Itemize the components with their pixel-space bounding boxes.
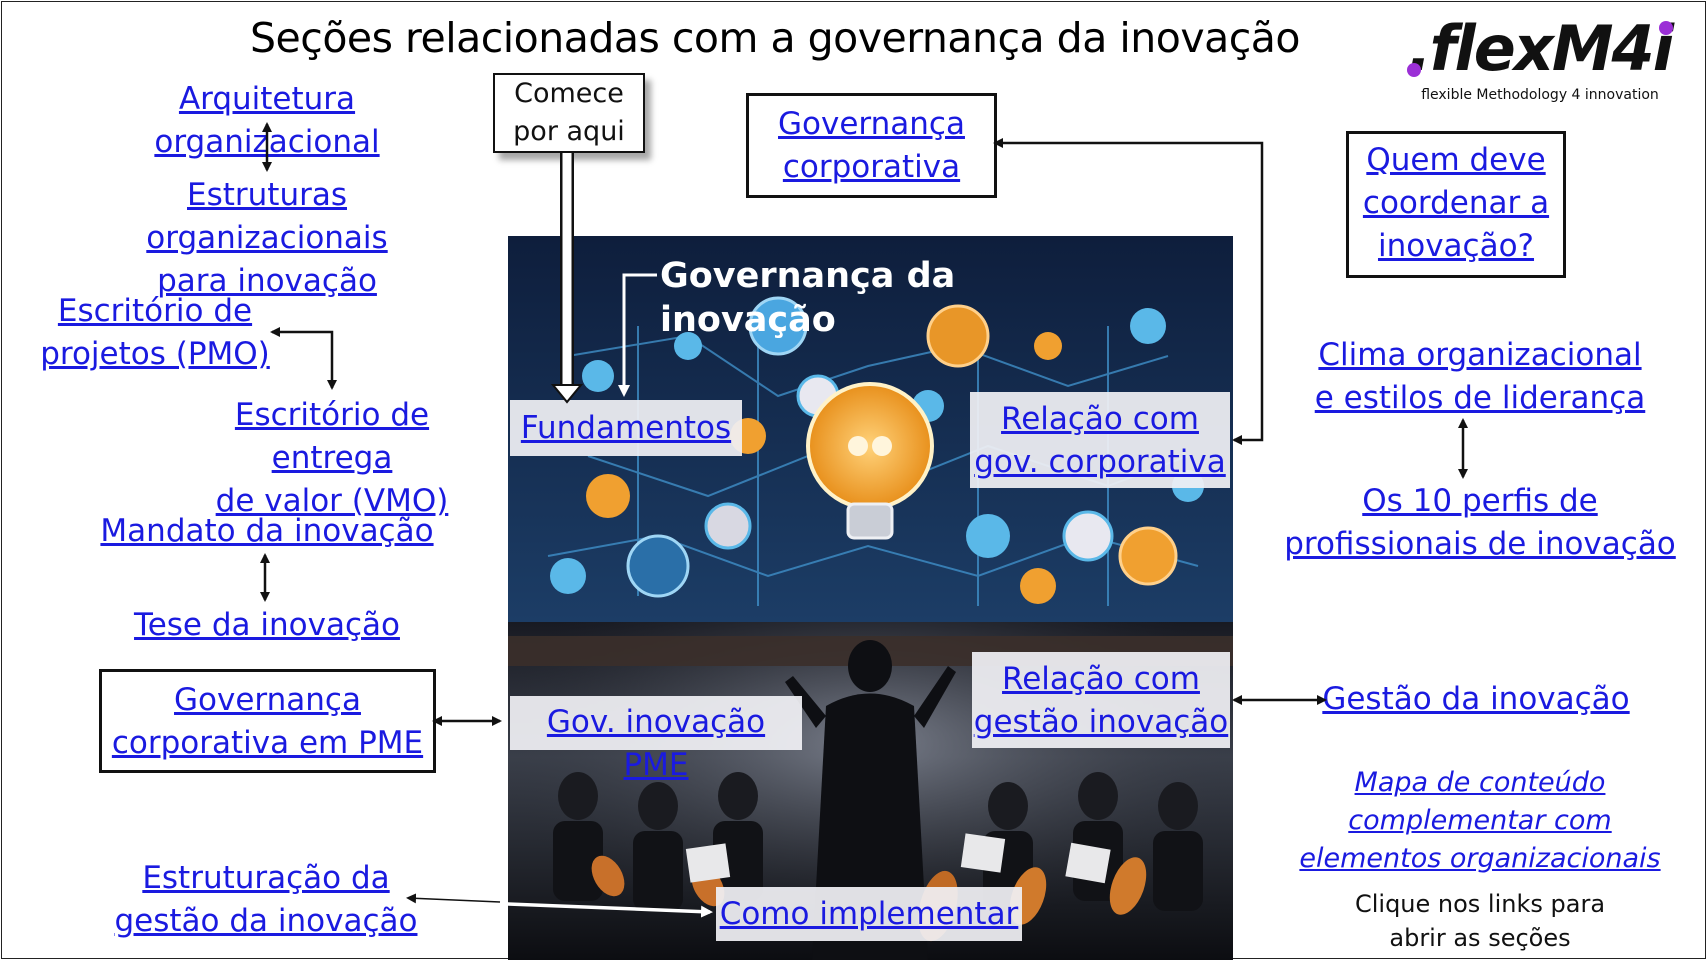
arrow-heading-fundamentos xyxy=(618,273,657,397)
logo-dot-left xyxy=(1407,63,1421,77)
gov-pme-box xyxy=(99,669,436,773)
logo-tagline: flexible Methodology 4 innovation xyxy=(1421,87,1659,103)
start-here-box: Comece por aqui xyxy=(493,73,645,153)
link-mapa-conteudo[interactable]: Mapa de conteúdo complementar com elemen… xyxy=(1299,767,1661,874)
link-relacao-gestao-inovacao[interactable]: Relação com gestão inovação xyxy=(973,661,1229,740)
link-gov-inovacao-pme[interactable]: Gov. inovação PME xyxy=(546,704,766,783)
link-gestao-inovacao[interactable]: Gestão da inovação xyxy=(1322,681,1630,717)
quem-coordenar-box xyxy=(1346,131,1566,278)
link-estruturacao-gestao-inovacao[interactable]: Estruturação da gestão da inovação xyxy=(114,860,418,939)
logo-wordmark: .flexM4i xyxy=(1408,12,1674,85)
center-heading: Governança da inovação xyxy=(660,256,956,340)
flexm4i-logo: .flexM4i flexible Methodology 4 innovati… xyxy=(1405,14,1675,110)
start-here-label: Comece por aqui xyxy=(513,78,625,147)
link-tese-inovacao[interactable]: Tese da inovação xyxy=(134,607,400,643)
rel-gestao-panel xyxy=(972,652,1230,748)
page-title: Seções relacionadas com a governança da … xyxy=(250,14,1300,62)
instruction-text: Clique nos links para abrir as seções xyxy=(1354,890,1606,952)
link-quem-deve-coordenar[interactable]: Quem deve coordenar a inovação? xyxy=(1362,142,1550,264)
arrow-estruturacao-implementar-outline xyxy=(406,893,501,904)
link-escritorio-projetos-pmo[interactable]: Escritório de projetos (PMO) xyxy=(40,293,270,372)
arrow-pmo-vmo xyxy=(270,327,337,390)
arrow-start-fundamentos xyxy=(550,153,584,404)
arrow-estruturacao-implementar xyxy=(405,894,713,918)
link-mandato-inovacao[interactable]: Mandato da inovação xyxy=(100,513,434,549)
gov-corporativa-box xyxy=(746,93,997,198)
link-clima-organizacional[interactable]: Clima organizacional e estilos de lidera… xyxy=(1314,337,1646,416)
link-estruturas-organizacionais[interactable]: Estruturas organizacionais para inovação xyxy=(146,177,388,299)
fundamentos-panel xyxy=(510,400,742,456)
link-fundamentos[interactable]: Fundamentos xyxy=(520,410,732,446)
gov-pme-panel xyxy=(510,696,802,750)
link-governanca-corporativa[interactable]: Governança corporativa xyxy=(778,106,965,185)
arrow-relgov-govcorp xyxy=(993,138,1264,445)
link-governanca-corporativa-pme[interactable]: Governança corporativa em PME xyxy=(111,682,424,761)
link-como-implementar[interactable]: Como implementar xyxy=(719,896,1019,932)
link-10-perfis-profissionais[interactable]: Os 10 perfis de profissionais de inovaçã… xyxy=(1284,483,1676,562)
logo-dot-right xyxy=(1659,21,1673,35)
como-implementar-panel xyxy=(716,887,1022,941)
link-escritorio-valor-vmo[interactable]: Escritório de entrega de valor (VMO) xyxy=(215,397,449,519)
